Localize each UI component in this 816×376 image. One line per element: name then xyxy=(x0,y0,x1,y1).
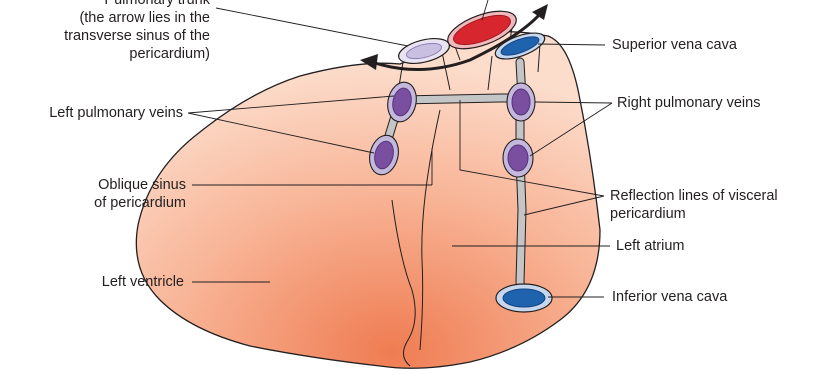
oblique-sinus-label: Oblique sinus of pericardium xyxy=(0,176,186,212)
pulmonary-trunk-label-line-3: transverse sinus of the xyxy=(0,27,210,45)
reflection-lines-label-line-2: pericardium xyxy=(610,205,778,223)
pulmonary-trunk-label-line-1: Pulmonary trunk xyxy=(0,0,210,9)
right-pulmonary-veins-label: Right pulmonary veins xyxy=(617,94,760,112)
left-atrium-label: Left atrium xyxy=(616,237,685,255)
superior-vena-cava-label: Superior vena cava xyxy=(612,36,737,54)
right-pulmonary-vein-lower xyxy=(503,139,533,177)
pulmonary-trunk-label-line-2: (the arrow lies in the xyxy=(0,9,210,27)
left-ventricle-label: Left ventricle xyxy=(0,273,184,291)
reflection-lines-label: Reflection lines of visceral pericardium xyxy=(610,187,778,223)
inferior-vena-cava-vessel xyxy=(496,284,552,312)
pulmonary-trunk-label-line-4: pericardium) xyxy=(0,45,210,63)
heart-outline xyxy=(136,32,600,369)
pulmonary-trunk-label: Pulmonary trunk (the arrow lies in the t… xyxy=(0,0,210,63)
right-pulmonary-vein-upper xyxy=(507,83,535,121)
oblique-sinus-label-line-1: Oblique sinus xyxy=(0,176,186,194)
oblique-sinus-label-line-2: of pericardium xyxy=(0,194,186,212)
left-pulmonary-veins-label: Left pulmonary veins xyxy=(0,104,183,122)
inferior-vena-cava-label: Inferior vena cava xyxy=(612,288,727,306)
reflection-lines-label-line-1: Reflection lines of visceral xyxy=(610,187,778,205)
